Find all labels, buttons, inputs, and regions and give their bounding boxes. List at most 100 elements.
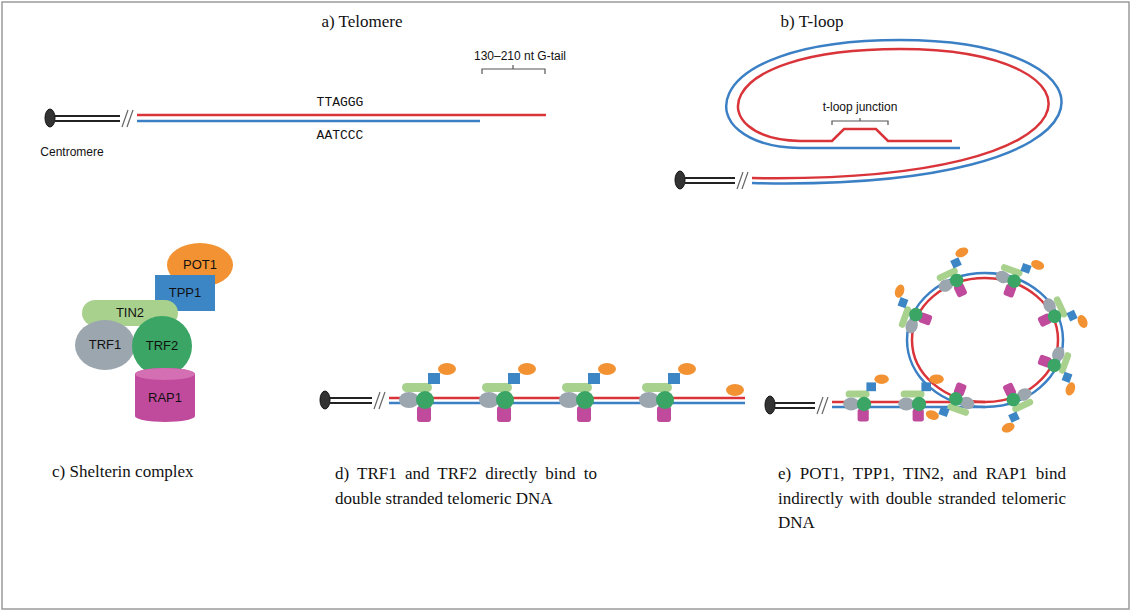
mini-trf2	[1046, 357, 1063, 374]
protein-name: TPP1	[169, 286, 202, 300]
protein-body	[132, 316, 192, 376]
mini-tin2	[642, 383, 672, 392]
mini-pot1	[1076, 313, 1090, 329]
mini-shelterin	[559, 363, 616, 422]
trf2-protein: TRF2	[132, 316, 192, 376]
mini-trf2	[1046, 307, 1064, 325]
chromosome-arm	[685, 182, 735, 184]
mini-tpp1	[938, 406, 949, 417]
mini-tpp1	[1062, 372, 1073, 383]
g-rich-strand	[137, 114, 546, 117]
mini-pot1	[929, 374, 943, 384]
mini-trf2	[656, 391, 674, 409]
g-rich-loop	[912, 278, 1058, 402]
mini-shelterin	[927, 245, 984, 303]
break-mark	[122, 110, 133, 127]
mini-trf2	[576, 391, 594, 409]
mini-pot1	[598, 363, 616, 375]
mini-pot1	[924, 409, 940, 422]
mini-pot1	[954, 245, 970, 259]
break-mark	[374, 392, 385, 409]
part-label: t-loop junction	[823, 100, 898, 114]
mini-shelterin	[479, 363, 536, 422]
protein-body	[75, 320, 135, 370]
protein-name: TRF1	[89, 338, 122, 352]
panel-title: a) Telomere	[321, 12, 402, 32]
chromosome-arm	[330, 402, 372, 404]
centromere	[675, 171, 685, 189]
mini-tin2	[846, 390, 870, 397]
mini-trf2	[947, 390, 964, 407]
chromosome-arm	[55, 115, 120, 117]
mini-tin2	[562, 383, 592, 392]
panel-caption: c) Shelterin complex	[52, 462, 194, 482]
break-mark	[737, 172, 748, 189]
mini-pot1	[518, 363, 536, 375]
junction-bracket	[832, 118, 888, 125]
mini-trf1	[843, 398, 859, 411]
mini-trf2	[416, 391, 434, 409]
mini-shelterin	[924, 375, 979, 431]
g-tail-bracket	[482, 65, 545, 74]
c-rich-loop	[907, 273, 1063, 407]
dimension-label: 130–210 nt G-tail	[474, 49, 566, 63]
mini-trf2	[1006, 272, 1023, 289]
mini-shelterin	[990, 248, 1045, 304]
mini-tpp1	[428, 373, 440, 384]
chromosome-arm	[775, 402, 815, 404]
mini-shelterin	[843, 374, 889, 421]
chromosome-arm	[330, 397, 372, 399]
mini-tpp1	[1066, 310, 1077, 322]
mini-shelterin	[399, 363, 456, 422]
mini-trf2	[948, 271, 966, 289]
panel-title: b) T-loop	[781, 12, 844, 32]
protein-name: TIN2	[116, 306, 144, 320]
sequence-label: TTAGGG	[317, 95, 364, 111]
rap1-protein: RAP1	[135, 368, 195, 422]
protein-name: TRF2	[146, 339, 179, 353]
protein-top	[135, 368, 195, 380]
mini-tpp1	[508, 373, 520, 384]
mini-tin2	[482, 383, 512, 392]
centromere	[320, 391, 330, 409]
mini-tin2	[402, 383, 432, 392]
panel-caption: d) TRF1 and TRF2 directly bind to double…	[335, 462, 597, 511]
mini-tpp1	[898, 297, 909, 308]
mini-trf2	[1004, 391, 1022, 409]
mini-pot1	[1030, 258, 1046, 271]
mini-shelterin	[883, 283, 939, 338]
mini-tpp1	[668, 373, 680, 384]
mini-shelterin	[1031, 287, 1089, 344]
mini-tpp1	[588, 373, 600, 384]
mini-trf1	[898, 398, 914, 411]
panel-caption: e) POT1, TPP1, TIN2, and RAP1 bind indir…	[778, 462, 1066, 536]
mini-shelterin	[985, 376, 1042, 434]
part-label: Centromere	[40, 145, 103, 159]
mini-tpp1	[1020, 263, 1031, 274]
mini-pot1	[678, 363, 696, 375]
mini-trf2	[496, 391, 514, 409]
mini-pot1	[1000, 421, 1016, 435]
centromere	[45, 109, 55, 127]
mini-pot1	[874, 374, 888, 384]
mini-tin2	[901, 390, 925, 397]
trf1-protein: TRF1	[75, 320, 135, 370]
mini-tpp1	[921, 382, 931, 391]
mini-trf2	[857, 397, 871, 411]
chromosome-arm	[685, 177, 735, 179]
mini-tpp1	[950, 257, 962, 268]
protein-name: POT1	[183, 258, 217, 272]
mini-tpp1	[1008, 411, 1020, 422]
mini-pot1	[438, 363, 456, 375]
c-rich-strand	[726, 40, 1061, 183]
break-mark	[817, 397, 828, 414]
mini-tpp1	[866, 382, 876, 391]
protein-name: RAP1	[148, 391, 182, 405]
chromosome-arm	[55, 120, 120, 122]
protein-body	[135, 368, 195, 422]
mini-shelterin	[639, 363, 696, 422]
mini-pot1	[893, 283, 906, 299]
mini-trf2	[912, 397, 926, 411]
